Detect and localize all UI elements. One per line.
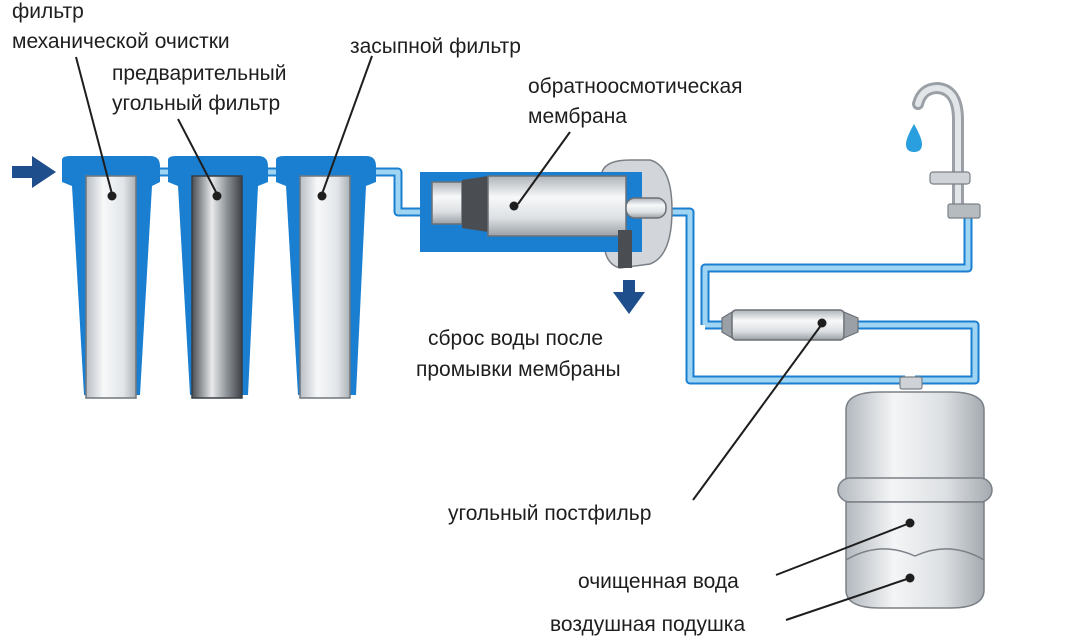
drain-arrow: [613, 280, 645, 314]
label-air-cushion: воздушная подушка: [550, 613, 746, 636]
label-carbon-prefilter-line2: угольный фильтр: [112, 92, 281, 115]
label-mech-filter-line1: фильтр: [12, 0, 84, 23]
faucet-icon: [912, 81, 981, 219]
filter-housing-granular: [276, 156, 376, 399]
water-drop-icon: [906, 124, 922, 152]
inlet-arrow: [12, 156, 56, 188]
label-clean-water: очищенная вода: [578, 570, 739, 593]
label-granular-filter: засыпной фильтр: [350, 35, 521, 58]
filter-housing-mechanical: [62, 156, 160, 399]
filter-housing-carbon-pre: [168, 156, 268, 399]
leader-dots: [107, 191, 915, 583]
carbon-postfilter: [721, 309, 859, 341]
label-mech-filter-line2: механической очистки: [12, 30, 230, 53]
label-drain-line2: промывки мембраны: [416, 358, 621, 381]
leader-lines: [75, 55, 911, 621]
membrane-housing: [420, 159, 673, 269]
label-carbon-prefilter-line1: предварительный: [112, 62, 287, 85]
label-drain-line1: сброс воды после: [428, 327, 604, 350]
label-carbon-postfilter: угольный постфильр: [448, 502, 652, 525]
label-membrane-line2: мембрана: [528, 105, 627, 128]
storage-tank: [837, 376, 993, 609]
label-membrane-line1: обратноосмотическая: [528, 75, 743, 98]
